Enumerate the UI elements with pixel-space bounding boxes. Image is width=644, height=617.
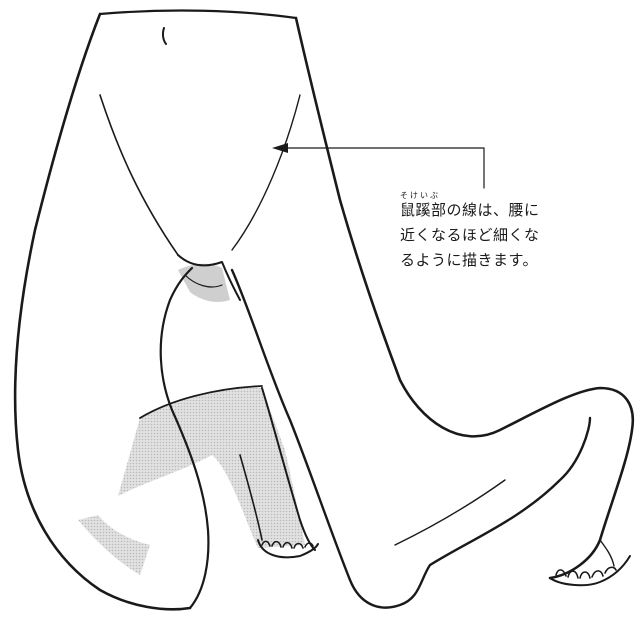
callout-line-2: 近くなるほど細くな [400,226,540,244]
left-toes [261,540,314,549]
left-leg-outer-contour [13,12,192,611]
navel-mark [161,27,167,45]
right-foot [549,555,631,587]
callout-line-1: 鼠蹊部の線は、腰に [400,201,540,219]
callout-line-3: るように描きます。 [400,251,539,269]
right-groin-line [231,94,301,251]
back-shin-inner [239,454,263,541]
crotch-line [177,254,241,301]
crotch-shadow-edge [184,274,223,288]
annotation-callout: 鼠蹊部の線は、腰に 近くなるほど細くな るように描きます。 [400,188,590,273]
back-shin-contour [261,387,316,551]
right-ankle-line [599,539,615,567]
left-foot [257,539,319,559]
left-groin-line [99,94,179,256]
right-leg-outer-contour [294,16,635,580]
callout-arrowhead [272,143,288,153]
left-inner-thigh-line [139,385,263,419]
left-leg-inner-contour [159,266,210,610]
shadow-tone-area [118,387,305,548]
furigana-reading: そけいぶ [400,191,440,200]
right-leg-lower-contour [230,268,592,609]
shadow-tone-crotch [178,263,230,303]
right-knee-fold [394,479,506,546]
shadow-tone-inner-thigh [78,515,150,575]
waist-top-line [98,9,298,20]
right-toes [555,566,617,579]
callout-leader-line [285,147,485,189]
